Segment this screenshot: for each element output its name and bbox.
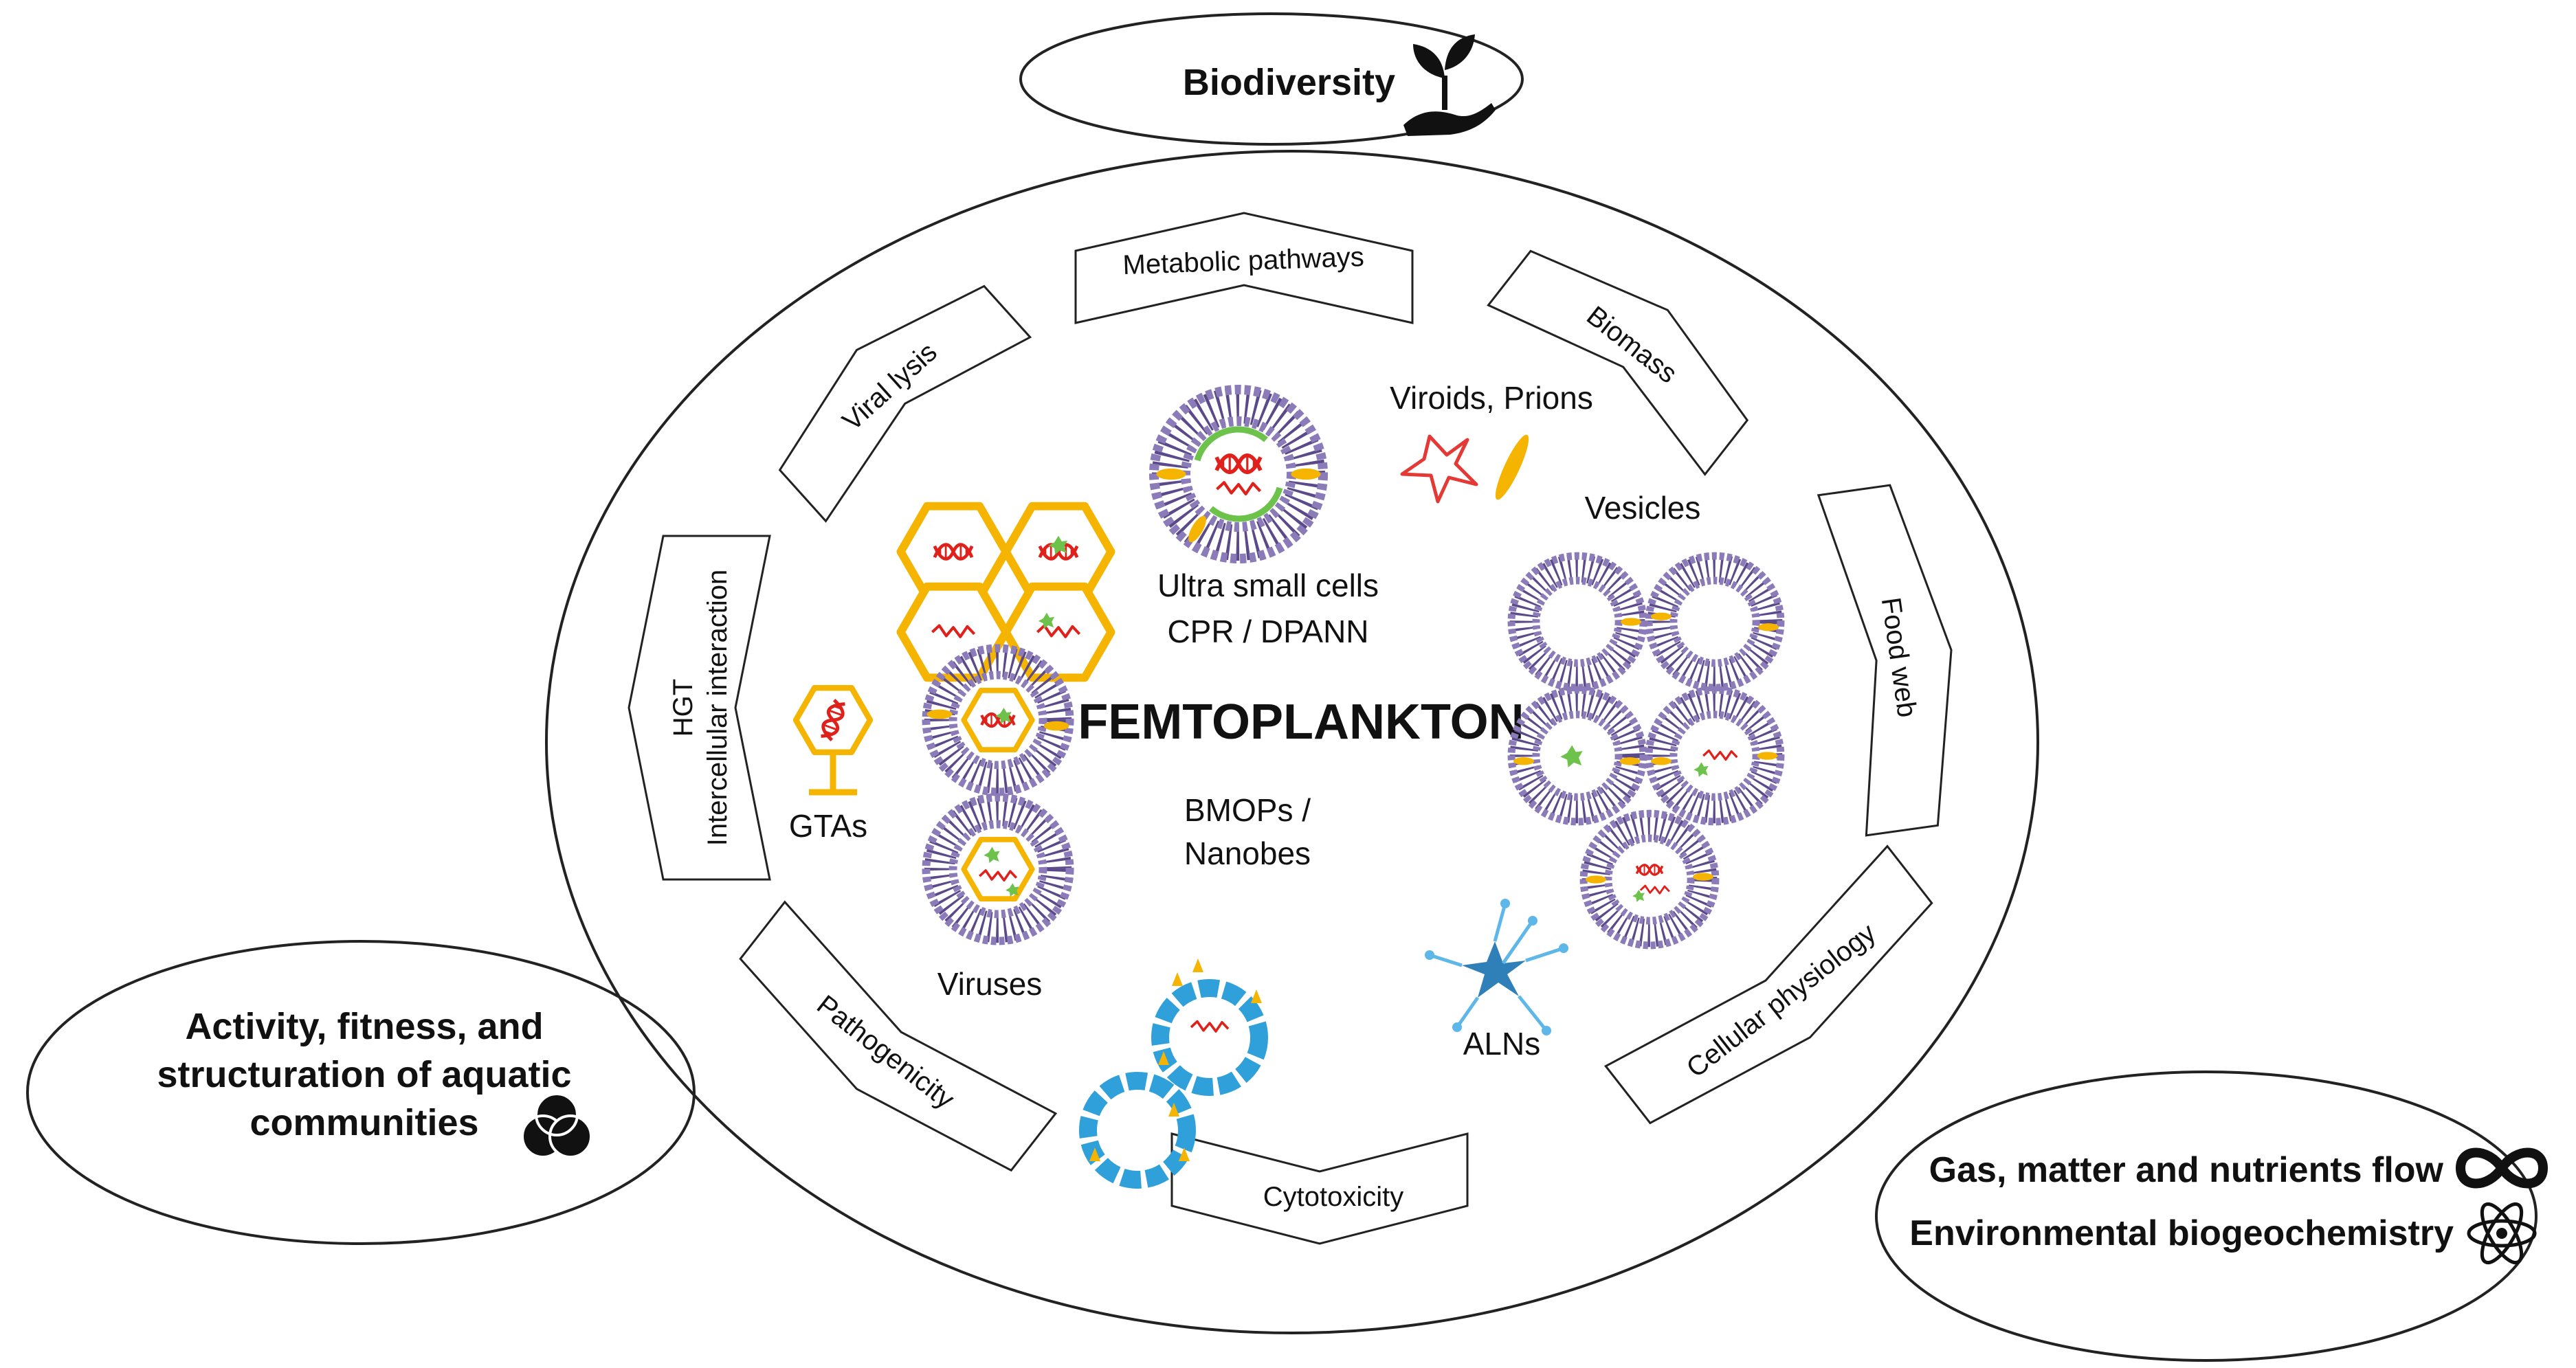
biogeochemistry-label: Environmental biogeochemistry [1909, 1213, 2454, 1253]
alns-label: ALNs [1463, 1026, 1540, 1062]
hgt-label-line1: HGT [668, 679, 698, 737]
ultra-small-cells-label-line1: Ultra small cells [1157, 568, 1379, 603]
biodiversity-ellipse [1019, 12, 1524, 146]
venn-circles-icon [521, 1092, 592, 1158]
aln-illustration [1425, 899, 1568, 1035]
activity-label-line3: communities [249, 1102, 478, 1143]
cytotoxicity-label: Cytotoxicity [1263, 1182, 1404, 1212]
hgt-chevron: HGT Intercellular interaction [628, 535, 771, 881]
viral-lysis-chevron: Viral lysis [778, 284, 1032, 523]
vesicle-protein-1 [1511, 690, 1643, 822]
ultra-small-cells-label-line2: CPR / DPANN [1167, 614, 1368, 649]
gas-flow-label: Gas, matter and nutrients flow [1929, 1150, 2444, 1190]
plant-in-hand-icon [1403, 34, 1496, 136]
atom-icon [2467, 1202, 2537, 1265]
prion-icon [1495, 434, 1529, 500]
ultra-small-cell-illustration [1154, 390, 1323, 559]
bmops-label-line2: Nanobes [1184, 836, 1311, 871]
vesicles-label: Vesicles [1585, 490, 1701, 526]
hgt-label-line2: Intercellular interaction [702, 570, 733, 846]
bmops-label-line1: BMOPs / [1184, 792, 1311, 828]
femtoplankton-label: FEMTOPLANKTON [1078, 695, 1524, 750]
activity-label-line1: Activity, fitness, and [185, 1006, 543, 1047]
gas-flow-ellipse [1875, 1070, 2538, 1362]
biodiversity-label: Biodiversity [1183, 62, 1395, 103]
food-web-chevron: Food web [1817, 484, 1953, 837]
cytotoxicity-chevron: Cytotoxicity [1170, 1132, 1469, 1245]
infinity-icon [2455, 1147, 2549, 1189]
bmop-ring-1 [1151, 958, 1268, 1096]
enveloped-virus-illustration-1 [926, 648, 1069, 792]
activity-label-line2: structuration of aquatic [157, 1054, 571, 1095]
gta-particle-illustration [796, 688, 870, 796]
viroids-prions-label: Viroids, Prions [1390, 380, 1593, 416]
activity-ellipse [26, 940, 696, 1245]
metabolic-pathways-chevron: Metabolic pathways [1074, 212, 1414, 324]
viruses-label: Viruses [937, 966, 1043, 1002]
bmop-ring-lower [1079, 1072, 1196, 1189]
enveloped-virus-illustration-2 [926, 797, 1069, 941]
viroid-star-icon [1400, 434, 1478, 504]
gtas-label: GTAs [789, 808, 867, 844]
